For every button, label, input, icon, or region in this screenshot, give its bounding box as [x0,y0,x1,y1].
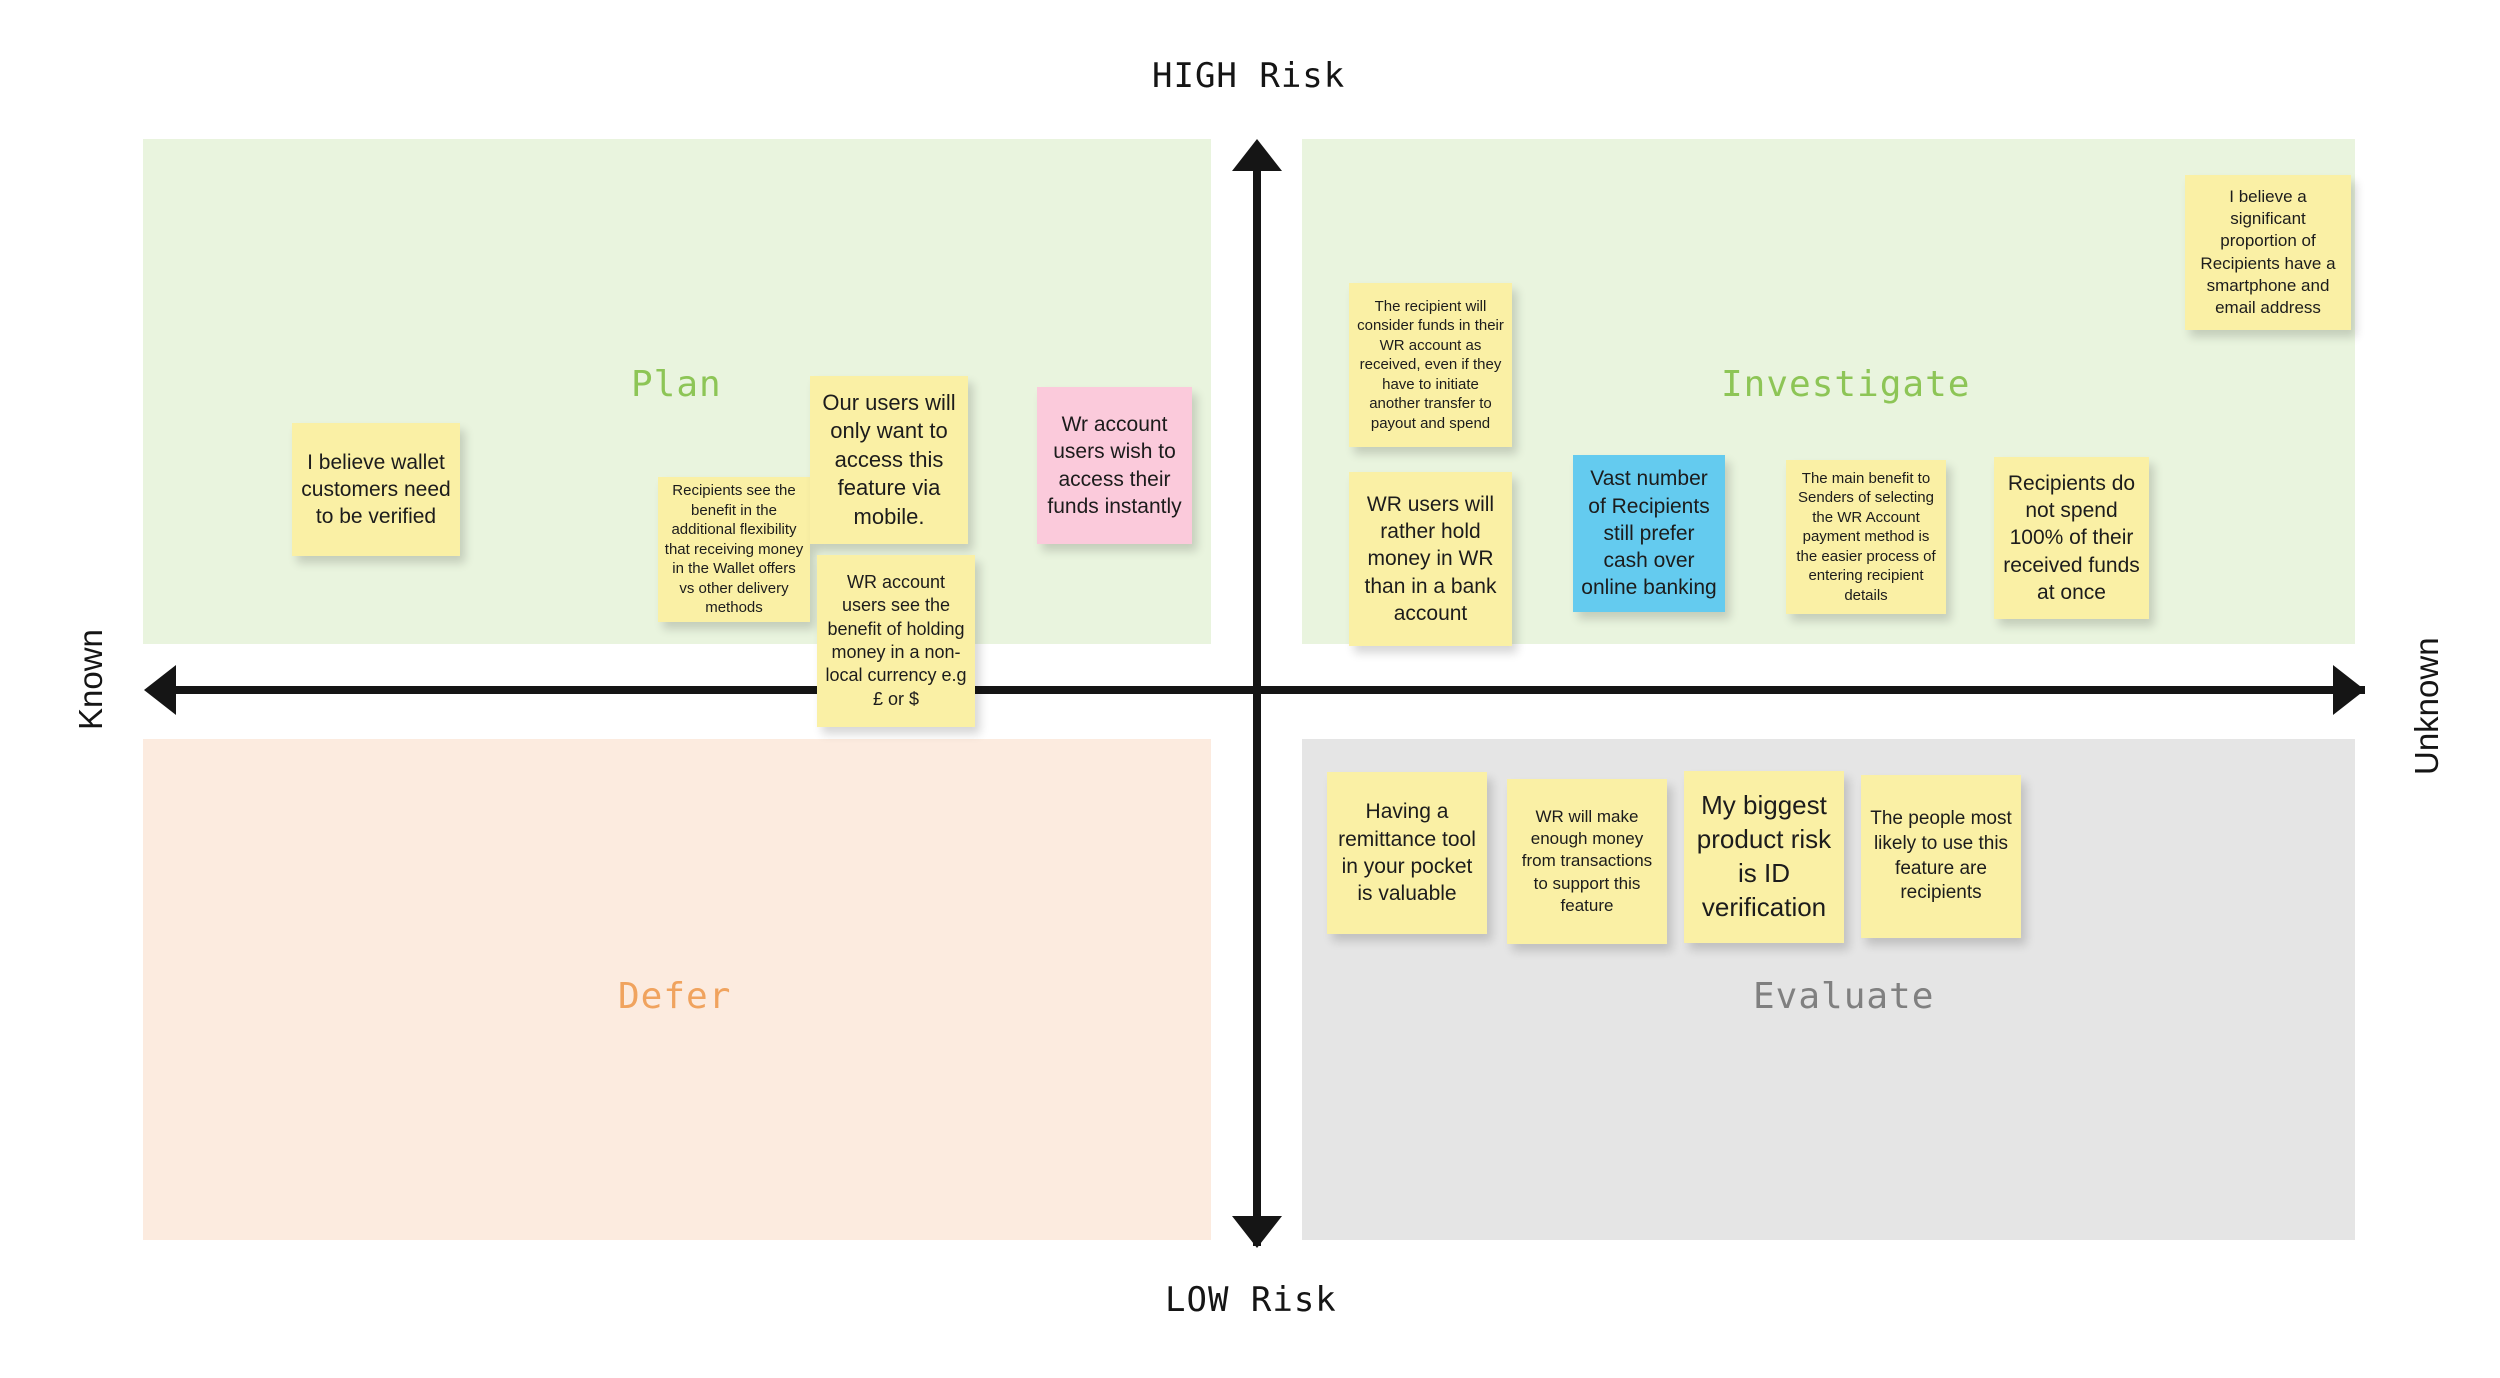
sticky-note[interactable]: Recipients see the benefit in the additi… [658,477,810,622]
sticky-note[interactable]: WR account users see the benefit of hold… [817,555,975,727]
sticky-note-text: I believe wallet customers need to be ve… [301,450,451,529]
quadrant-defer-region [143,739,1211,1240]
arrow-right-icon [2333,665,2365,715]
sticky-note[interactable]: The main benefit to Senders of selecting… [1786,460,1946,614]
arrow-up-icon [1232,139,1282,171]
arrow-left-icon [144,665,176,715]
quadrant-label-investigate: Investigate [1721,364,1971,405]
sticky-note[interactable]: The people most likely to use this featu… [1861,775,2021,938]
sticky-note-text: WR account users see the benefit of hold… [825,571,967,709]
sticky-note-text: Vast number of Recipients still prefer c… [1581,467,1717,600]
sticky-note-text: I believe a significant proportion of Re… [2200,187,2336,317]
sticky-note-text: Wr account users wish to access their fu… [1047,412,1182,518]
sticky-note-text: WR users will rather hold money in WR th… [1364,492,1497,625]
axis-label-unknown: Unknown [2408,637,2445,775]
sticky-note-text: WR will make enough money from transacti… [1521,807,1653,915]
sticky-note-text: Recipients see the benefit in the additi… [664,482,804,617]
sticky-note-text: The people most likely to use this featu… [1870,808,2012,904]
horizontal-axis-line [155,686,2365,694]
sticky-note[interactable]: The recipient will consider funds in the… [1349,283,1512,447]
sticky-note[interactable]: Having a remittance tool in your pocket … [1327,772,1487,934]
sticky-note[interactable]: My biggest product risk is ID verificati… [1684,771,1844,943]
sticky-note[interactable]: Vast number of Recipients still prefer c… [1573,455,1725,612]
sticky-note[interactable]: I believe wallet customers need to be ve… [292,423,460,556]
axis-label-high-risk: HIGH Risk [1152,56,1346,96]
axis-label-low-risk: LOW Risk [1165,1280,1337,1320]
sticky-note[interactable]: Our users will only want to access this … [810,376,968,544]
quadrant-label-defer: Defer [618,976,732,1017]
sticky-note-text: The main benefit to Senders of selecting… [1796,469,1936,604]
vertical-axis-line [1253,146,1261,1246]
sticky-note[interactable]: I believe a significant proportion of Re… [2185,175,2351,330]
quadrant-label-plan: Plan [631,364,722,405]
sticky-note-text: Having a remittance tool in your pocket … [1338,800,1476,906]
quadrant-label-evaluate: Evaluate [1753,976,1935,1017]
sticky-note[interactable]: Recipients do not spend 100% of their re… [1994,457,2149,619]
arrow-down-icon [1232,1216,1282,1248]
sticky-note[interactable]: WR users will rather hold money in WR th… [1349,472,1512,646]
sticky-note-text: Recipients do not spend 100% of their re… [2003,471,2140,604]
sticky-note-text: The recipient will consider funds in the… [1357,297,1504,432]
sticky-note[interactable]: WR will make enough money from transacti… [1507,779,1667,944]
sticky-note[interactable]: Wr account users wish to access their fu… [1037,387,1192,544]
axis-label-known: Known [72,629,109,730]
sticky-note-text: Our users will only want to access this … [822,389,956,529]
sticky-note-text: My biggest product risk is ID verificati… [1696,790,1832,922]
